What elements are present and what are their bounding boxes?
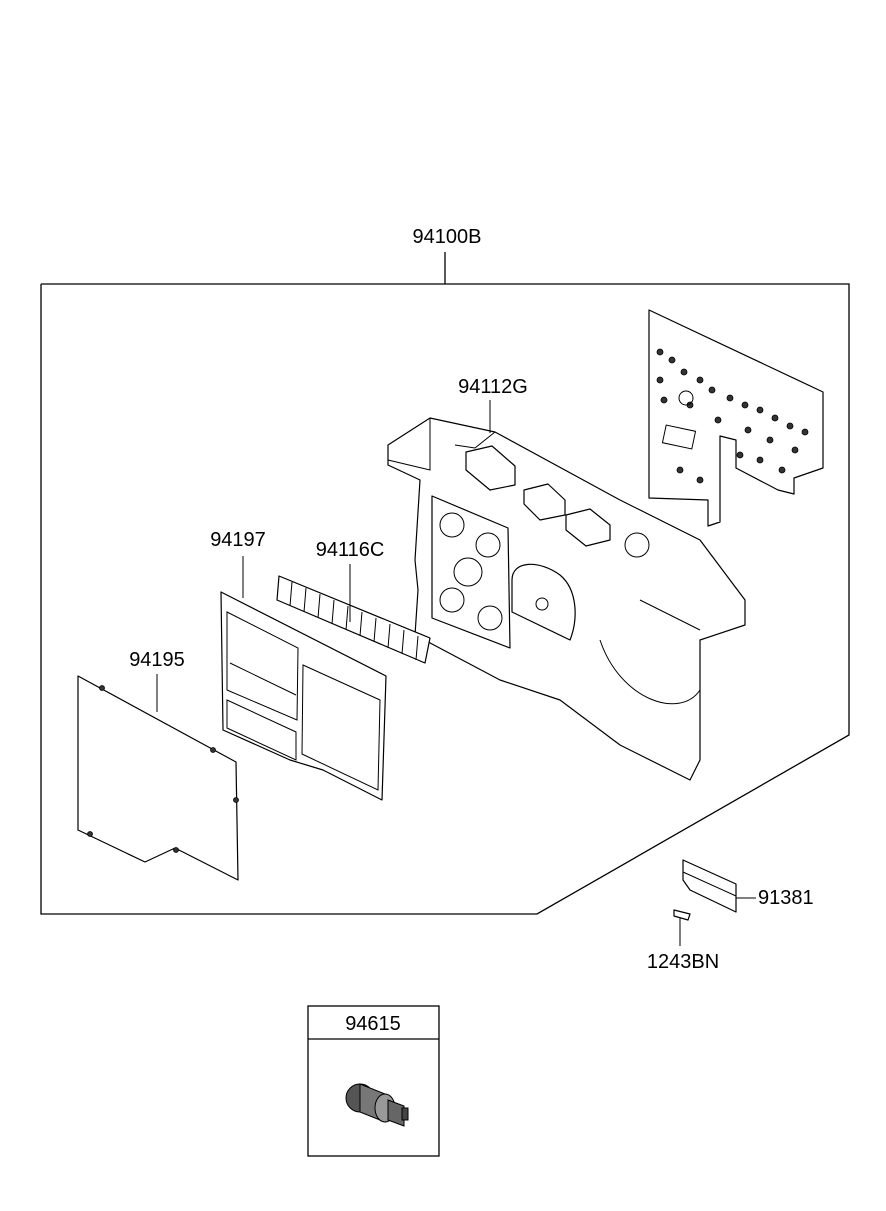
label-94195: 94195	[129, 649, 185, 671]
inset-box	[307, 1005, 440, 1157]
label-94197: 94197	[210, 529, 266, 551]
mask-plate	[220, 591, 387, 801]
label-1243bn: 1243BN	[647, 951, 719, 973]
label-94112g: 94112G	[458, 376, 528, 398]
indicator-lens-panel	[276, 575, 431, 664]
rear-case	[387, 417, 746, 781]
circuit-board	[648, 309, 824, 527]
label-94615: 94615	[345, 1013, 401, 1035]
window-glass	[77, 675, 239, 881]
assembly-boundary	[40, 252, 850, 915]
label-94100b: 94100B	[413, 226, 482, 248]
label-91381: 91381	[758, 887, 814, 909]
bracket-part	[682, 859, 737, 913]
label-94116c: 94116C	[316, 539, 385, 561]
sensor-part	[345, 1083, 409, 1127]
screw-part	[673, 909, 691, 946]
